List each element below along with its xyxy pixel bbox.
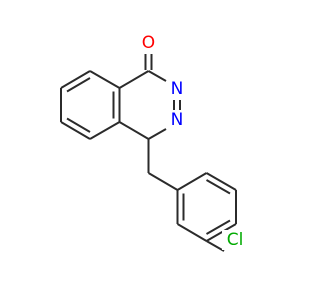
bond-ch2-cipso [147, 172, 179, 191]
bond-c6-c5 [60, 121, 91, 140]
chlorine-atom-label: Cl [227, 230, 244, 250]
bond-c5-c4a [89, 121, 120, 140]
bond-inner-c8-c7 [66, 77, 91, 93]
bond-c8-c7 [60, 70, 91, 89]
bond-c-cl [206, 240, 225, 252]
bond-c1-n2 [148, 70, 167, 82]
bond-n3-c4 [148, 128, 167, 140]
bond-c8a-c1 [118, 70, 150, 89]
bond-inner-ar-4-5 [206, 219, 231, 235]
bond-ar-1-2 [176, 172, 208, 191]
bond-inner-ar-2-3 [206, 179, 231, 195]
oxygen-atom-label: O [142, 33, 155, 53]
bond-ar-5-6 [176, 223, 208, 242]
atom-labels: O N N Cl [139, 33, 248, 250]
bond-c4-c4a [118, 121, 150, 140]
bond-lines [60, 52, 237, 252]
bond-ar-4-5 [206, 223, 237, 242]
nitrogen-atom-label-n2: N [171, 79, 184, 99]
chemical-structure-diagram: O N N Cl [60, 33, 248, 252]
bond-inner-c6-c5 [66, 117, 91, 133]
nitrogen-atom-label-n3: N [171, 110, 184, 130]
bond-c8a-c8 [89, 70, 120, 89]
bond-ar-2-3 [206, 172, 237, 191]
